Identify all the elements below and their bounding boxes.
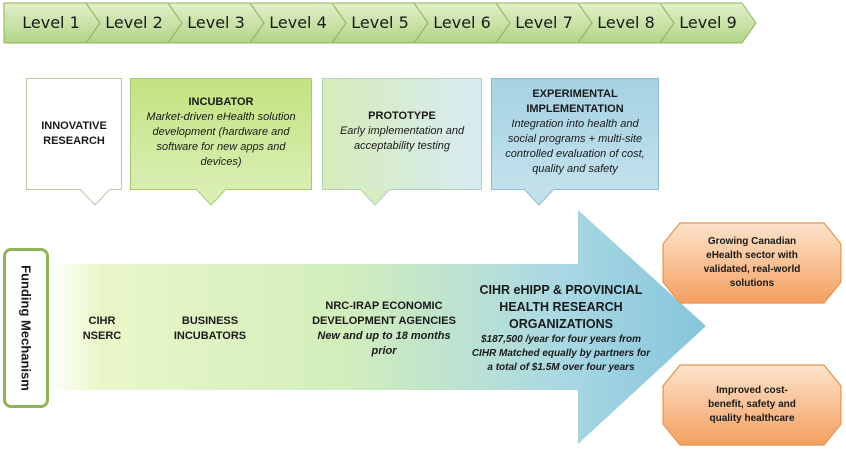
- stage-pointer: [360, 189, 390, 206]
- funding-arrow: [48, 210, 706, 444]
- funding-business-incubators: BUSINESS INCUBATORS: [160, 314, 260, 344]
- funding-business-text: BUSINESS INCUBATORS: [173, 315, 247, 342]
- level-label: Level 6: [433, 13, 491, 32]
- stage-title: INNOVATIVE RESEARCH: [41, 120, 107, 147]
- stage-title: EXPERIMENTAL IMPLEMENTATION: [526, 88, 624, 115]
- level-label: Level 5: [351, 13, 409, 32]
- funding-cihr: CIHR: [88, 315, 116, 327]
- funding-nrc-irap: NRC-IRAP ECONOMIC DEVELOPMENT AGENCIES N…: [306, 299, 462, 359]
- funding-mechanism-label: Funding Mechanism: [3, 248, 49, 408]
- level-label: Level 4: [269, 13, 327, 32]
- stage-experimental-implementation: EXPERIMENTAL IMPLEMENTATION Integration …: [491, 78, 659, 190]
- level-label: Level 9: [679, 13, 737, 32]
- funding-nrc-note: New and up to 18 months prior: [317, 330, 451, 357]
- funding-ehipp-title: CIHR eHIPP & PROVINCIAL HEALTH RESEARCH …: [479, 283, 643, 331]
- level-label: Level 3: [187, 13, 245, 32]
- level-label: Level 8: [597, 13, 655, 32]
- stage-prototype: PROTOTYPE Early implementation and accep…: [322, 78, 482, 190]
- outcome-text: Improved cost-benefit, safety and qualit…: [708, 385, 796, 424]
- funding-ehipp-note: $187,500 /year for four years from CIHR …: [471, 334, 651, 373]
- outcome-ehealth-sector: Growing Canadian eHealth sector with val…: [662, 222, 842, 304]
- level-chevrons: Level 1 Level 2 Level 3 Level 4 Level 5 Level…: [3, 2, 757, 44]
- stage-pointer: [80, 189, 110, 206]
- stage-title: PROTOTYPE: [368, 110, 436, 122]
- stage-pointer: [196, 189, 226, 206]
- funding-cihr-ehipp: CIHR eHIPP & PROVINCIAL HEALTH RESEARCH …: [470, 282, 652, 375]
- stage-innovative-research: INNOVATIVE RESEARCH: [26, 78, 122, 190]
- level-label: Level 1: [22, 13, 80, 32]
- outcome-improved-healthcare: Improved cost-benefit, safety and qualit…: [662, 364, 842, 446]
- outcome-text: Growing Canadian eHealth sector with val…: [703, 236, 801, 289]
- stage-incubator: INCUBATOR Market-driven eHealth solution…: [130, 78, 312, 190]
- stage-description: Integration into health and social progr…: [505, 118, 645, 175]
- funding-cihr-nserc: CIHR NSERC: [70, 314, 134, 344]
- funding-nrc-title: NRC-IRAP ECONOMIC DEVELOPMENT AGENCIES: [312, 300, 456, 327]
- level-label: Level 7: [515, 13, 573, 32]
- funding-nserc: NSERC: [82, 330, 122, 342]
- level-chevron: [659, 2, 757, 44]
- funding-mechanism-text: Funding Mechanism: [18, 265, 34, 391]
- stage-description: Market-driven eHealth solution developme…: [146, 111, 296, 168]
- stage-description: Early implementation and acceptability t…: [339, 125, 465, 152]
- level-label: Level 2: [105, 13, 163, 32]
- stage-title: INCUBATOR: [188, 96, 254, 108]
- stage-pointer: [524, 189, 554, 206]
